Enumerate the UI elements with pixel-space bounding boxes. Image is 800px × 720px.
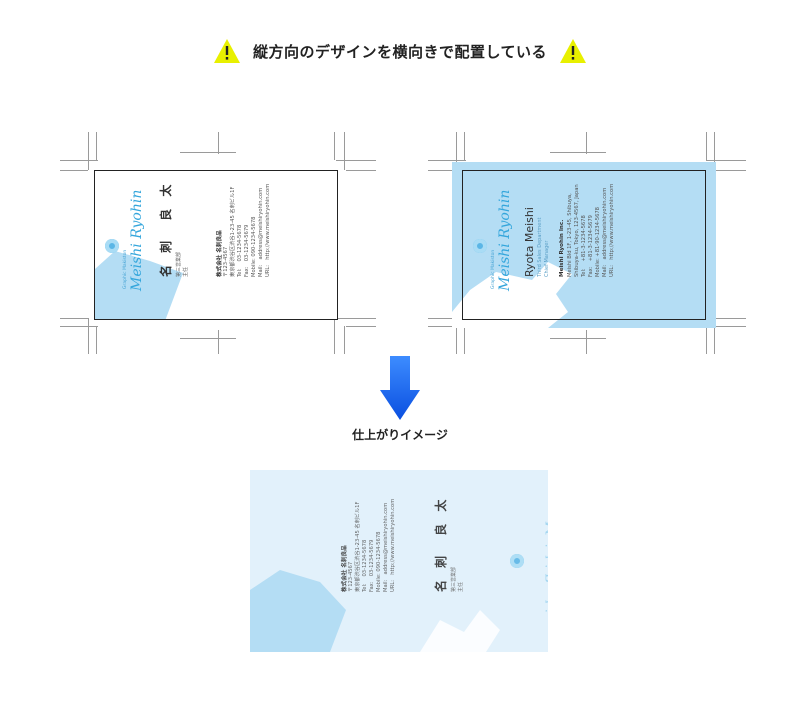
tel: Tel: +81-3-1234-5678 xyxy=(581,215,587,277)
logo-script: Meishi Ryohin xyxy=(497,189,513,291)
url: URL: http://www.meishiryohin.com xyxy=(265,183,271,277)
postal-code: 〒123-4567 xyxy=(348,561,354,592)
result-preview: 名 刺 良 太 第三営業部 主任 株式会社 名刺良品 〒123-4567 東京都… xyxy=(250,470,548,652)
mobile: Mobile: +81-90-1234-5678 xyxy=(595,207,601,277)
mail: Mail: address@meishiryohin.com xyxy=(602,187,608,277)
department: Third Sales Department xyxy=(537,217,543,278)
address: 東京都渋谷区渋谷1-23-45 名刺ビル1F xyxy=(355,501,361,592)
result-shapes xyxy=(250,570,500,652)
url: URL: http://www.meishiryohin.com xyxy=(609,183,615,277)
job-title: Chief Manager xyxy=(544,240,550,277)
back-white-shape xyxy=(452,262,572,328)
back-card-bleed xyxy=(452,162,716,328)
logo-subtext: Graphic Makiston xyxy=(123,249,128,289)
logo-script: Meishi Ryohin xyxy=(544,520,548,622)
fax: Fax: 03-1234-5679 xyxy=(244,224,250,277)
logo-icon xyxy=(105,239,119,253)
header-title: 縦方向のデザインを横向きで配置している xyxy=(252,42,548,61)
address-line-1: Meishi Bld 1F, 1-23-45, Shibuya, xyxy=(567,193,573,277)
mobile: Mobile: 090-1234-5678 xyxy=(376,531,382,592)
address: 東京都渋谷区渋谷1-23-45 名刺ビル1F xyxy=(230,186,236,277)
logo-icon xyxy=(473,239,487,253)
mobile: Mobile: 090-1234-5678 xyxy=(251,216,257,277)
department: 第三営業部 xyxy=(176,251,182,277)
back-card: Graphic Makiston Meishi Ryohin Ryota Mei… xyxy=(462,170,706,320)
warning-triangle-icon xyxy=(213,39,240,63)
logo-script: Meishi Ryohin xyxy=(129,189,145,291)
url: URL: http://www.meishiryohin.com xyxy=(390,498,396,592)
person-name: 名 刺 良 太 xyxy=(434,495,448,592)
job-title: 主任 xyxy=(183,266,189,277)
fax: Fax: 03-1234-5679 xyxy=(369,539,375,592)
company-name: 株式会社 名刺良品 xyxy=(342,545,348,592)
logo-subtext: Graphic Makiston xyxy=(491,249,496,289)
front-card: Graphic Makiston Meishi Ryohin 名 刺 良 太 第… xyxy=(94,170,338,320)
person-name: Ryota Meishi xyxy=(523,207,536,277)
job-title: 主任 xyxy=(458,581,464,592)
warning-triangle-icon xyxy=(560,39,587,63)
mail: Mail: address@meishiryohin.com xyxy=(258,187,264,277)
person-name: 名 刺 良 太 xyxy=(159,180,173,277)
tel: Tel: 03-1234-5678 xyxy=(362,539,368,592)
postal-code: 〒123-4567 xyxy=(223,246,229,277)
tel: Tel: 03-1234-5678 xyxy=(237,224,243,277)
front-light-blue-shape xyxy=(95,251,183,319)
department: 第三営業部 xyxy=(451,566,457,592)
company-name: Meishi Ryohin Inc. xyxy=(559,219,565,277)
warning-header: 縦方向のデザインを横向きで配置している xyxy=(0,36,800,66)
arrow-down-icon xyxy=(380,356,420,420)
address-line-2: Shibuya-ku, Tokyo, 123-4567, Japan xyxy=(574,184,580,277)
company-name: 株式会社 名刺良品 xyxy=(217,230,223,277)
fax: Fax: +81-3-1234-5679 xyxy=(588,215,594,277)
mail: Mail: address@meishiryohin.com xyxy=(383,502,389,592)
result-caption: 仕上がりイメージ xyxy=(352,428,448,442)
